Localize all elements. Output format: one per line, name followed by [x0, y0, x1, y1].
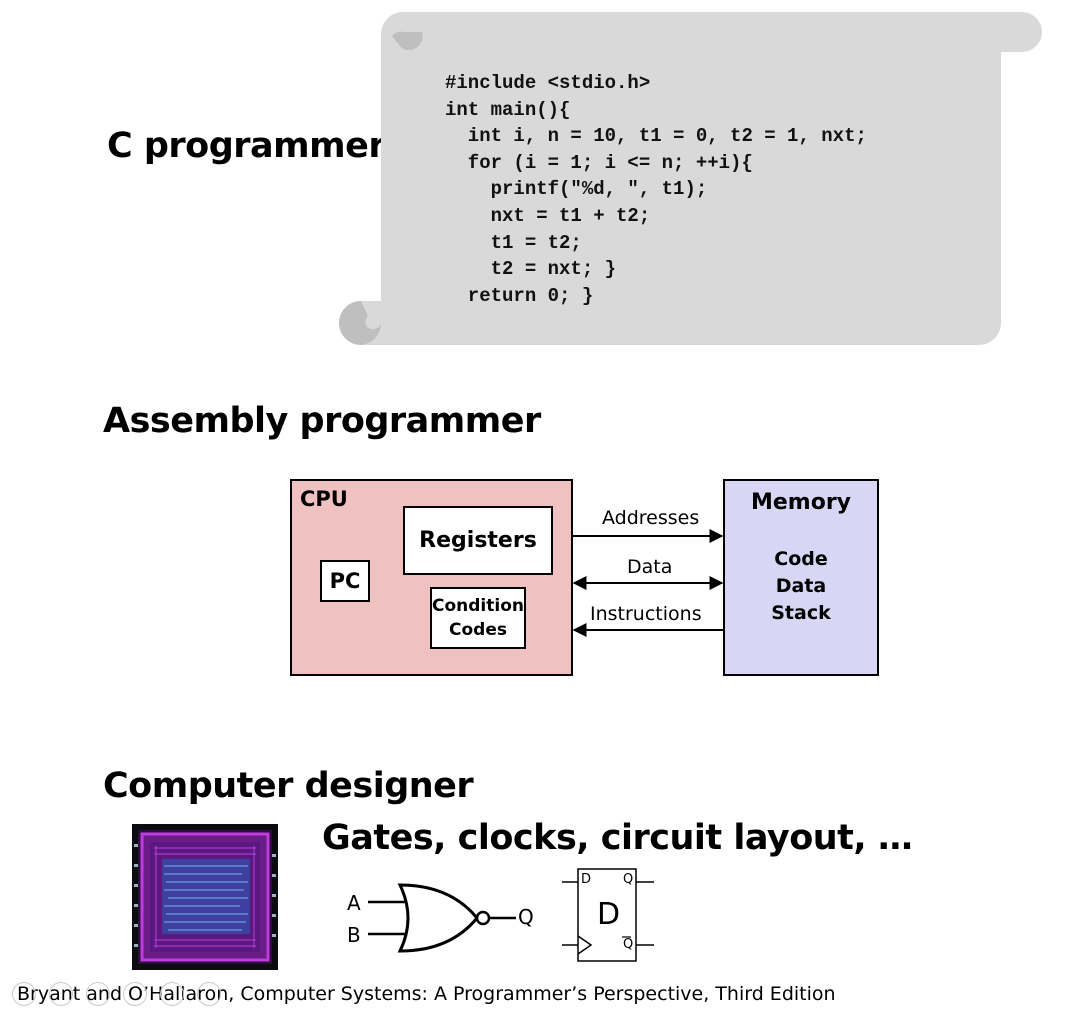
addresses-label: Addresses: [602, 507, 700, 529]
code-line: #include <stdio.h>: [445, 72, 651, 94]
memory-item-code: Code: [774, 548, 828, 570]
code-line: int main(){: [445, 98, 571, 121]
clock-triangle: [577, 935, 593, 955]
nor-gate-bubble: [475, 910, 491, 926]
memory-item-data: Data: [775, 575, 827, 597]
flipflop-d-pin-label: D: [581, 872, 592, 887]
registers-box: Registers: [403, 506, 553, 575]
slideshow-more-button[interactable]: [197, 982, 221, 1006]
flipflop-center-label: D: [597, 897, 621, 932]
footer-citation: Bryant and O’Hallaron, Computer Systems:…: [17, 983, 836, 1005]
code-line: int i, n = 10, t1 = 0, t2 = 1, nxt;: [445, 125, 867, 148]
slideshow-grid-button[interactable]: [123, 982, 147, 1006]
data-label: Data: [627, 556, 673, 578]
slideshow-pen-button[interactable]: [86, 982, 110, 1006]
memory-box: Memory Code Data Stack: [723, 479, 879, 676]
gate-input-b-label: B: [347, 923, 361, 947]
slideshow-next-button[interactable]: [49, 982, 73, 1006]
c-code-block: #include <stdio.h> int main(){ int i, n …: [445, 70, 867, 309]
code-scroll: [339, 12, 1042, 345]
chip-die-image: [132, 824, 278, 970]
scroll-body: [339, 12, 1042, 345]
designer-caption: Gates, clocks, circuit layout, …: [322, 818, 913, 858]
memory-label: Memory: [750, 490, 852, 515]
code-line: t2 = nxt; }: [445, 258, 617, 281]
condition-codes-line2: Codes: [449, 620, 507, 640]
flipflop-qbar-pin-label: Q: [623, 937, 634, 952]
gate-output-q-label: Q: [518, 905, 534, 929]
instructions-label: Instructions: [590, 603, 702, 625]
pc-box: PC: [320, 560, 370, 602]
cpu-label: CPU: [300, 487, 348, 511]
d-flipflop-diagram: [562, 868, 654, 962]
code-line: nxt = t1 + t2;: [445, 204, 651, 227]
heading-c-programmer: C programmer: [107, 126, 386, 166]
nor-gate-body: [397, 883, 479, 953]
code-line: printf("%d, ", t1);: [445, 178, 708, 201]
scroll-bottom-curl: [339, 301, 381, 345]
scroll-top-curl: [392, 31, 423, 51]
nor-gate-diagram: [368, 883, 516, 953]
flipflop-body: [577, 868, 637, 962]
memory-item-stack: Stack: [771, 602, 831, 624]
flipflop-q-pin-label: Q: [623, 872, 634, 887]
condition-codes-box: Condition Codes: [430, 587, 526, 649]
slideshow-prev-button[interactable]: [12, 982, 36, 1006]
gate-input-a-label: A: [347, 891, 361, 915]
registers-label: Registers: [419, 528, 537, 553]
code-line: return 0; }: [445, 284, 594, 307]
code-line: for (i = 1; i <= n; ++i){: [445, 151, 753, 174]
memory-items: Code Data Stack: [725, 546, 877, 627]
pc-label: PC: [329, 569, 361, 593]
condition-codes-line1: Condition: [432, 596, 524, 616]
heading-assembly-programmer: Assembly programmer: [103, 401, 541, 441]
slideshow-zoom-button[interactable]: [160, 982, 184, 1006]
code-line: t1 = t2;: [445, 231, 582, 254]
heading-computer-designer: Computer designer: [103, 766, 474, 806]
